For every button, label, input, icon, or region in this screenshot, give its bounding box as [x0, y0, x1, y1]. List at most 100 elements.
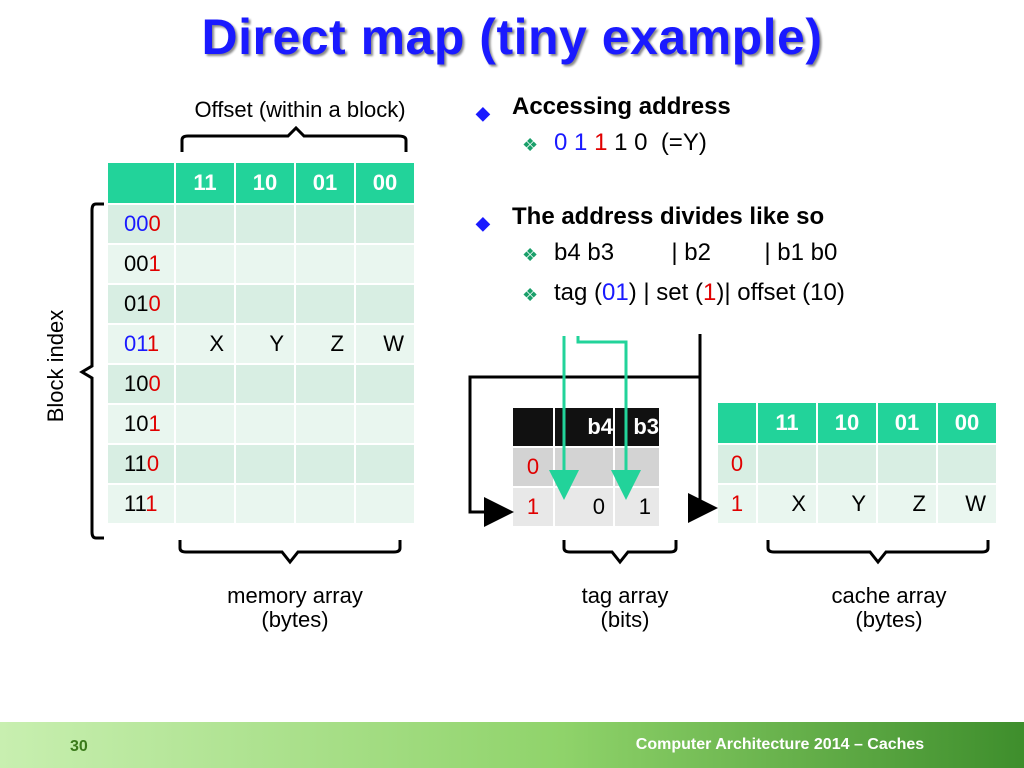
bullet-list: ◆ Accessing address ❖ 0 1 1 1 0 (=Y) ◆ T…: [470, 92, 1010, 318]
memory-cell: [234, 203, 296, 245]
memory-row: 010: [106, 283, 416, 325]
set-index-arrow: [468, 334, 702, 527]
memory-row: 000: [106, 203, 416, 245]
index-last-bit: 1: [146, 331, 160, 356]
bits-set: | b2: [671, 239, 712, 266]
cache-corner: [716, 401, 758, 445]
set-index-arrow-cache: [688, 377, 718, 523]
memory-col-header: 00: [354, 161, 416, 205]
memory-cell: [354, 443, 416, 485]
cache-cell: [936, 443, 998, 485]
cache-col-header: 00: [936, 401, 998, 445]
memory-cell: [174, 443, 236, 485]
addr-bit: 0: [554, 129, 568, 156]
field-text: ) | set (: [628, 279, 703, 306]
memory-array-label-line1: memory array: [227, 583, 363, 608]
tag-array-label-line2: (bits): [600, 607, 650, 632]
memory-row-index: 001: [106, 243, 176, 285]
tag-bit3-arrow: [576, 336, 641, 500]
memory-cell: Z: [294, 323, 356, 365]
footer-bar: [0, 722, 1024, 768]
memory-row: 111: [106, 483, 416, 525]
memory-cell: [354, 243, 416, 285]
memory-cell: [174, 363, 236, 405]
index-last-bit: 1: [148, 251, 161, 276]
memory-array-bracket: [178, 540, 402, 565]
cache-cell: [816, 443, 878, 485]
page-number: 30: [70, 738, 88, 755]
index-prefix: 11: [124, 451, 147, 476]
index-last-bit: 1: [145, 491, 158, 516]
cache-row-index: 1: [716, 483, 758, 525]
cache-row: 0: [716, 443, 998, 485]
slide-title: Direct map (tiny example): [201, 9, 823, 65]
cache-array-bracket: [766, 540, 990, 565]
set-value: 1: [702, 279, 717, 306]
memory-cell: W: [354, 323, 416, 365]
memory-cell: [234, 483, 296, 525]
index-prefix: 01: [124, 331, 147, 356]
star-bullet-icon: ❖: [522, 245, 539, 265]
cache-col-header: 10: [816, 401, 878, 445]
cache-col-header: 01: [876, 401, 938, 445]
memory-cell: [354, 403, 416, 445]
memory-row-index: 110: [106, 443, 176, 485]
cache-cell: [756, 443, 818, 485]
addr-bit: 1: [574, 129, 588, 156]
memory-cell: [174, 283, 236, 325]
diamond-bullet-icon: ◆: [476, 103, 490, 123]
tag-row-index: 1: [511, 486, 555, 528]
bullet-title: Accessing address: [512, 93, 731, 120]
star-bullet-icon: ❖: [522, 135, 539, 155]
divide-line-fields: ❖ tag (01) | set (1)| offset (10): [470, 278, 1010, 308]
memory-row-index: 010: [106, 283, 176, 325]
address-routing-arrows: [468, 334, 718, 527]
memory-cell: [294, 283, 356, 325]
memory-array-label: memory array (bytes): [190, 584, 400, 632]
memory-cell: [294, 363, 356, 405]
cache-cell: W: [936, 483, 998, 525]
memory-cell: Y: [234, 323, 296, 365]
field-text: )| offset (10): [716, 279, 845, 306]
memory-cell: [174, 403, 236, 445]
memory-cell: [234, 443, 296, 485]
memory-cell: [174, 483, 236, 525]
footer-title: Computer Architecture 2014 – Caches: [635, 736, 925, 753]
memory-cell: [234, 283, 296, 325]
memory-col-header: 10: [234, 161, 296, 205]
memory-col-header: 01: [294, 161, 356, 205]
index-prefix: 00: [124, 251, 149, 276]
addr-bit: 1: [594, 129, 608, 156]
memory-row-index: 101: [106, 403, 176, 445]
memory-cell: [174, 243, 236, 285]
memory-cell: [294, 443, 356, 485]
memory-cell: [234, 243, 296, 285]
block-index-bracket: [79, 202, 104, 540]
memory-cell: [354, 203, 416, 245]
index-last-bit: 0: [146, 451, 160, 476]
cache-array-label: cache array (bytes): [784, 584, 994, 632]
cache-array-label-line1: cache array: [831, 583, 947, 608]
offset-label: Offset (within a block): [194, 97, 406, 122]
memory-row: 001: [106, 243, 416, 285]
star-bullet-icon: ❖: [522, 285, 539, 305]
bullet-accessing-address: ◆ Accessing address: [470, 92, 1010, 123]
addr-bits-rest: 1 0: [614, 129, 648, 156]
memory-cell: [294, 483, 356, 525]
bullet-title: The address divides like so: [512, 203, 825, 230]
index-prefix: 01: [124, 291, 149, 316]
cache-cell: Z: [876, 483, 938, 525]
cache-cell: Y: [816, 483, 878, 525]
tag-col-header: b3: [613, 406, 661, 448]
tag-value: 01: [602, 279, 629, 306]
memory-cell: [354, 363, 416, 405]
memory-array-label-line2: (bytes): [261, 607, 329, 632]
memory-row: 110: [106, 443, 416, 485]
index-prefix: 11: [124, 491, 146, 516]
memory-row-index: 000: [106, 203, 176, 245]
index-last-bit: 0: [148, 291, 161, 316]
